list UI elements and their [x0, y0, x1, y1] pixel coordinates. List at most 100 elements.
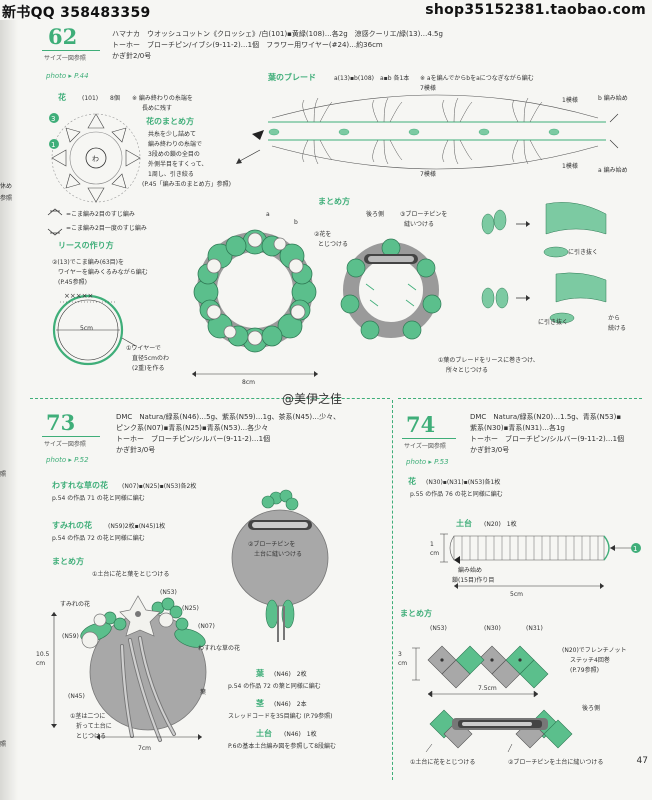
assembly-pin-73-1: ②ブローチピンを — [248, 541, 296, 548]
bouquet-width-arrow — [96, 734, 202, 740]
summary-arrow — [236, 149, 261, 164]
assembly-leaf-62-1: ①葉のブレードをリースに巻きつけ、 — [438, 357, 539, 364]
braid-spec-62: a(13)▪b(108) a▪b 各1本 — [334, 75, 410, 82]
wreath-dim-arrow — [192, 371, 318, 377]
wreath-dim-62: 5cm — [80, 325, 93, 332]
edge-text-2: 参照 — [0, 195, 13, 202]
braid-rep-bottom: 7模様 — [420, 171, 436, 178]
assembly-knot-74-2: ステッチ4回巻 — [570, 657, 610, 664]
summary-62-5: 1周し、引き絞る — [148, 171, 194, 178]
assembly-c30-74: (N30) — [484, 625, 501, 632]
photo-ref-74: photo ▸ P.53 — [406, 458, 449, 466]
svg-text:1: 1 — [51, 141, 55, 149]
base-heading-73: 土台 — [256, 729, 272, 738]
braid-b-start: b 編み始め — [598, 95, 628, 102]
credit-watermark: @美伊之佳 — [282, 392, 343, 406]
materials-73-line2: ピンク系(N07)▪青系(N25)▪青系(N53)…各少々 — [116, 424, 269, 432]
materials-73-line1: DMC Natura/緑系(N46)…5g、紫系(N59)…1g、茶系(N45)… — [116, 413, 341, 421]
flower-spec-74: (N30)▪(N31)▪(N53)各1枚 — [426, 479, 501, 486]
assembly-step1-74: ①土台に花をとじつける — [410, 759, 476, 766]
stitch-legend-icons — [47, 208, 63, 236]
assembly-c59-73: (N59) — [62, 633, 79, 640]
rule-73 — [42, 436, 100, 437]
legend-62-1: =こま編み2目のすじ編み — [66, 211, 135, 218]
leaf-ref-73: p.54 の作品 72 の葉と同様に編む — [228, 683, 321, 690]
assembly-dim-62: 8cm — [242, 379, 255, 386]
braid-note-62: ※ aを編んでからbをaにつなぎながら編む — [420, 75, 534, 82]
materials-73-line4: かぎ針3/0号 — [116, 446, 156, 454]
assembly-leaf-62-2: 所々とじつける — [446, 367, 489, 374]
size-ref-73: サイズ一図参照 — [44, 441, 86, 448]
legend-62-2: =こま編み2目一度のすじ編み — [66, 225, 147, 232]
pattern-number-73: 73 — [46, 410, 76, 435]
rule-74 — [402, 438, 456, 439]
flower-heading-74: 花 — [408, 477, 416, 486]
divider-74 — [398, 398, 642, 399]
wreath-make-2: ワイヤーを編みくるみながら編む — [58, 269, 148, 276]
assembly-pin-62-1: ③ブローチピンを — [400, 211, 448, 218]
assembly-c07-73: (N07) — [198, 623, 215, 630]
assembly-c53-74: (N53) — [430, 625, 447, 632]
assembly-c25-73: (N25) — [182, 605, 199, 612]
assembly-c53-73: (N53) — [160, 589, 177, 596]
bouquet-back-illustration — [231, 489, 329, 642]
bouquet-illustration — [80, 595, 207, 742]
assembly-flower-62-1: ②花を — [314, 231, 332, 238]
assembly-back-62: 後ろ側 — [366, 211, 385, 218]
wreath-note-62-2: 直径5cmのわ — [132, 355, 169, 362]
assembly-dim-w-74: 7.5cm — [478, 685, 497, 692]
summary-62-4: 外側半目をすくって、 — [148, 161, 208, 168]
summary-heading-62: 花のまとめ方 — [146, 117, 194, 126]
side-cont-1: から — [608, 315, 621, 322]
photo-ref-62: photo ▸ P.44 — [46, 72, 89, 80]
assembly-stem-73-3: とじつける — [76, 733, 107, 740]
page-number: 47 — [636, 756, 648, 766]
assembly-stem-73-1: ①茎は二つに — [70, 713, 106, 720]
flower-color-62: (101) — [82, 95, 99, 102]
stem-heading-73: 茎 — [256, 699, 264, 708]
edge-text-1: 休め — [0, 183, 13, 190]
violet-ref-73: p.54 の作品 72 の花と同様に編む — [52, 535, 145, 542]
divider-vertical — [392, 400, 393, 780]
watermark-left: 新书QQ 358483359 — [2, 5, 151, 21]
assembly-heading-73: まとめ方 — [52, 557, 84, 566]
assembly-dim-h-73: 10.5 cm — [36, 651, 50, 667]
flower-count-62: 8個 — [110, 95, 120, 102]
svg-text:×××××: ××××× — [64, 292, 93, 300]
assembly-heading-74: まとめ方 — [400, 609, 432, 618]
assembly-knot-74-1: (N20)でフレンチノット — [562, 647, 627, 654]
flower-heading-62: 花 — [58, 93, 66, 102]
assembly-step2-74: ②ブローチピンを土台に縫いつける — [508, 759, 604, 766]
base-ref-73: P.6の基本土台編み図を参照して8段編む — [228, 743, 337, 750]
assembly-label-a: a — [266, 211, 270, 218]
assembly-forget-73: わすれな草の花 — [198, 645, 241, 652]
materials-74-line1: DMC Natura/緑系(N20)…1.5g、青系(N53)▪ — [470, 413, 622, 421]
braid-a-start: a 編み始め — [598, 167, 628, 174]
flower-row-back-74 — [425, 709, 573, 753]
summary-62-2: 編み終わりの糸端で — [148, 141, 203, 148]
assembly-pin-73-2: 土台に縫いつける — [254, 551, 303, 558]
assembly-c31-74: (N31) — [526, 625, 543, 632]
wreath-note-62-3: (2重)を作る — [132, 365, 165, 372]
wreath-heading-62: リースの作り方 — [58, 241, 114, 250]
base-chart-74: 1 — [440, 533, 641, 589]
watermark-right: shop35152381.taobao.com — [425, 2, 646, 18]
materials-74-line2: 紫系(N30)▪青系(N31)…各1g — [470, 424, 565, 432]
base-dim-w-74: 5cm — [510, 591, 523, 598]
rule-62 — [42, 50, 100, 51]
braid-one-top: 1模様 — [562, 97, 578, 104]
assembly-step1-73: ①土台に花と葉をとじつける — [92, 571, 170, 578]
side-pull-2: に引き抜く — [538, 319, 569, 326]
summary-62-6: (P.45「編み玉のまとめ方」参照) — [142, 181, 231, 188]
assembly-violet-73: すみれの花 — [60, 601, 91, 608]
base-heading-74: 土台 — [456, 519, 472, 528]
materials-74-line3: トーホー ブローチピン/シルバー(9-11-2)…1個 — [470, 435, 625, 443]
svg-text:1: 1 — [633, 545, 637, 553]
materials-62-line2: トーホー ブローチピン/イブシ(9-11-2)…1個 フラワー用ワイヤー(#24… — [112, 41, 383, 49]
wreath-front-illustration — [193, 229, 317, 353]
photo-ref-73: photo ▸ P.52 — [46, 456, 89, 464]
assembly-back-74: 後ろ側 — [582, 705, 601, 712]
side-cont-2: 続ける — [608, 325, 627, 332]
size-ref-62: サイズ一図参照 — [44, 55, 86, 62]
forget-spec-73: (N07)▪(N25)▪(N53)各2枚 — [122, 483, 197, 490]
